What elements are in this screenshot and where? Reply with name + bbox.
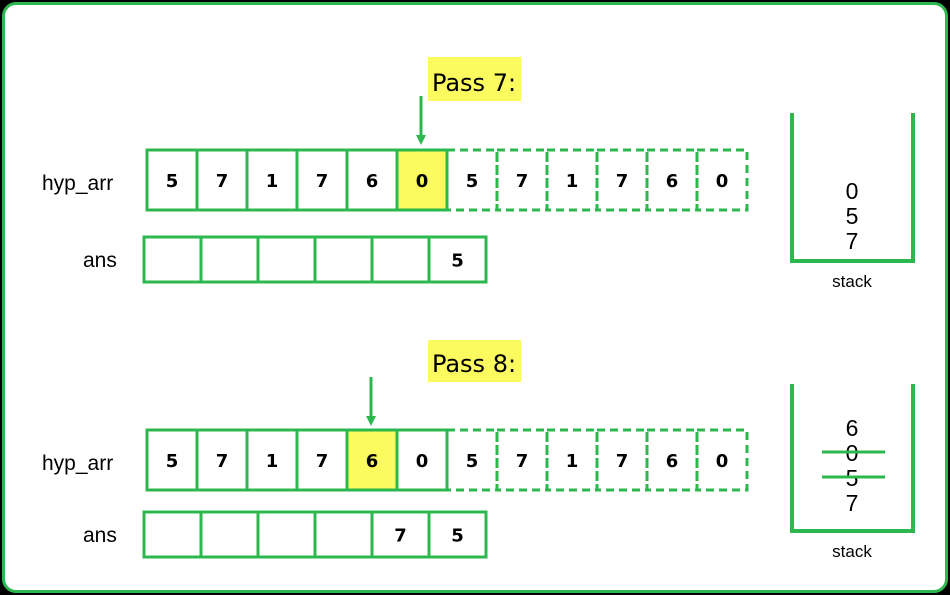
pass-8-stack-value: 7 [846,490,859,516]
pass-8-stack-caption: stack [832,542,872,561]
pass-7-ans-cell [142,235,203,284]
pass-7-ans-cell [313,235,374,284]
pass-8-hyp-arr-value: 7 [516,451,529,472]
pass-7-hyp-arr-value: 5 [466,171,479,192]
pass-8-ans-label: ans [83,524,117,547]
pass-8-hyp-arr: 5 7 1 7 6 0 5 7 1 7 6 0 [145,428,749,492]
pass-8-hyp-arr-value: 6 [666,451,679,472]
pass-7-hyp-arr-value: 7 [316,171,329,192]
pass-7-ans-cell [427,235,488,284]
pass-8-hyp-arr-value: 1 [566,451,579,472]
pass-7-ans-array: 5 [142,235,488,284]
pass-7-hyp-arr-value: 0 [416,171,429,192]
pass-8-hyp-arr-value: 7 [216,451,229,472]
pass-8-hyp-arr-value: 5 [466,451,479,472]
pass-7-hyp-arr-value: 6 [366,171,379,192]
pass-7-ans-cell [370,235,431,284]
pass-8-ans-value: 7 [394,526,407,547]
pass-8-title: Pass 8: [432,350,516,378]
pass-7-ans-cell [199,235,260,284]
pass-7-hyp-arr-value: 6 [666,171,679,192]
pass-7-ans-label: ans [83,249,117,272]
pass-8-ans-cell [199,510,260,559]
pass-8-stack-container [790,384,915,533]
pass-7-hyp-arr-value: 7 [216,171,229,192]
pass-8-hyp-arr-value: 7 [316,451,329,472]
pass-7-stack-caption: stack [832,272,872,291]
pass-7-stack: 057 stack [790,113,915,291]
pass-7-stack-value: 7 [846,228,859,254]
pass-7-stack-value: 5 [846,203,859,229]
pass-7-stack-value: 0 [846,178,859,204]
pass-8-hyp-arr-cell-dashed [695,428,749,492]
pass-8-hyp-arr-value: 1 [266,451,279,472]
pass-7-hyp-arr-cell [395,148,449,212]
pass-7-hyp-arr-value: 0 [716,171,729,192]
pass-7-title: Pass 7: [432,69,516,97]
pass-7-ans-value: 5 [451,251,464,272]
pass-8-hyp-arr-label: hyp_arr [42,452,113,475]
pass-7-stack-container [790,113,915,263]
pass-8-ans-cell [256,510,317,559]
pass-8-ans-cell [313,510,374,559]
pass-7-hyp-arr-value: 7 [616,171,629,192]
pass-7-hyp-arr-label: hyp_arr [42,172,113,195]
pass-7-title-highlight [428,57,521,101]
pass-8-ans-value: 5 [451,526,464,547]
pass-7-hyp-arr-value: 1 [566,171,579,192]
pass-7-ans-cell [256,235,317,284]
pass-7-stack-values: 057 [846,178,859,254]
pass-7-hyp-arr-cell-dashed [695,148,749,212]
pass-7-hyp-arr: 5 7 1 7 6 0 5 7 1 7 6 0 [145,148,749,212]
pass-8-title-highlight [428,340,521,382]
pass-8-ans-cell [142,510,203,559]
pass-8-hyp-arr-value: 0 [716,451,729,472]
pass-7-hyp-arr-value: 1 [266,171,279,192]
pass-7-hyp-arr-value: 5 [166,171,179,192]
pass-8-stack-value: 6 [846,415,859,441]
pass-8-hyp-arr-value: 6 [366,451,379,472]
pass-8-hyp-arr-value: 0 [416,451,429,472]
pass-8-hyp-arr-cell [345,428,399,492]
pass-7-hyp-arr-value: 7 [516,171,529,192]
pass-8-ans-cell [427,510,488,559]
pass-8-hyp-arr-value: 5 [166,451,179,472]
pass-8-hyp-arr-value: 7 [616,451,629,472]
